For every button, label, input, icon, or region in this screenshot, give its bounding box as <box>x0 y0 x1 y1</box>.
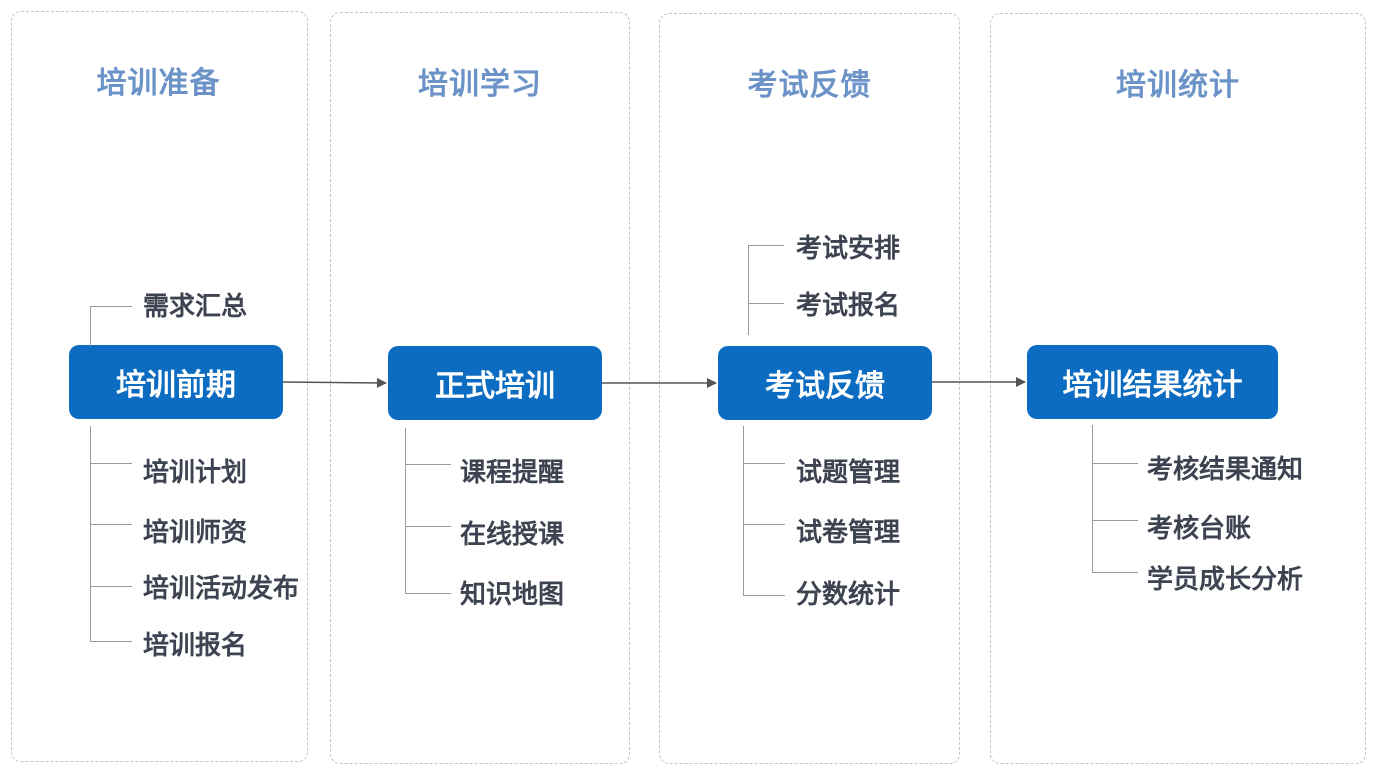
connector-line <box>743 595 785 596</box>
column-title: 培训统计 <box>1116 68 1240 103</box>
connector-line <box>90 306 91 346</box>
connector-line <box>90 306 132 307</box>
stage-box-training-results[interactable]: 培训结果统计 <box>1027 345 1278 419</box>
connector-line <box>1092 425 1093 573</box>
item-exam-signup: 考试报名 <box>796 291 901 321</box>
column-training-preparation: 培训准备 <box>11 11 308 762</box>
column-title: 培训准备 <box>96 66 221 101</box>
connector-line <box>90 586 132 587</box>
connector-line <box>1092 463 1138 464</box>
stage-box-pre-training[interactable]: 培训前期 <box>69 345 283 419</box>
item-score-statistics: 分数统计 <box>796 580 901 610</box>
column-title: 培训学习 <box>418 67 542 102</box>
column-exam-feedback: 考试反馈 <box>659 13 960 764</box>
stage-box-exam-feedback[interactable]: 考试反馈 <box>718 346 932 420</box>
connector-line <box>405 526 451 527</box>
connector-line <box>1092 572 1138 573</box>
item-growth-analysis: 学员成长分析 <box>1147 565 1304 595</box>
item-assessment-notice: 考核结果通知 <box>1147 455 1304 485</box>
item-activity-publish: 培训活动发布 <box>143 574 300 604</box>
item-demand-summary: 需求汇总 <box>143 292 248 322</box>
item-exam-schedule: 考试安排 <box>796 234 901 264</box>
arrow-stage1-to-stage2 <box>282 377 387 388</box>
item-training-plan: 培训计划 <box>143 458 248 488</box>
item-knowledge-map: 知识地图 <box>460 580 565 610</box>
connector-line <box>90 426 91 642</box>
column-training-statistics: 培训统计 <box>990 13 1366 764</box>
column-training-learning: 培训学习 <box>330 12 630 764</box>
connector-line <box>748 303 784 304</box>
item-trainers: 培训师资 <box>143 518 248 548</box>
connector-line <box>90 524 132 525</box>
item-question-management: 试题管理 <box>796 458 901 488</box>
connector-line <box>1092 520 1138 521</box>
connector-line <box>748 245 749 335</box>
item-online-teaching: 在线授课 <box>460 520 565 550</box>
connector-line <box>743 524 785 525</box>
connector-line <box>90 463 132 464</box>
connector-line <box>90 641 132 642</box>
item-training-signup: 培训报名 <box>143 631 248 661</box>
stage-box-formal-training[interactable]: 正式培训 <box>388 346 602 420</box>
connector-line <box>405 464 451 465</box>
column-title: 考试反馈 <box>747 68 872 103</box>
connector-line <box>743 426 744 596</box>
item-paper-management: 试卷管理 <box>796 518 901 548</box>
connector-line <box>748 245 784 246</box>
connector-line <box>405 593 451 594</box>
connector-line <box>743 463 785 464</box>
item-course-reminder: 课程提醒 <box>460 458 565 488</box>
connector-line <box>405 428 406 594</box>
item-assessment-ledger: 考核台账 <box>1147 514 1252 544</box>
